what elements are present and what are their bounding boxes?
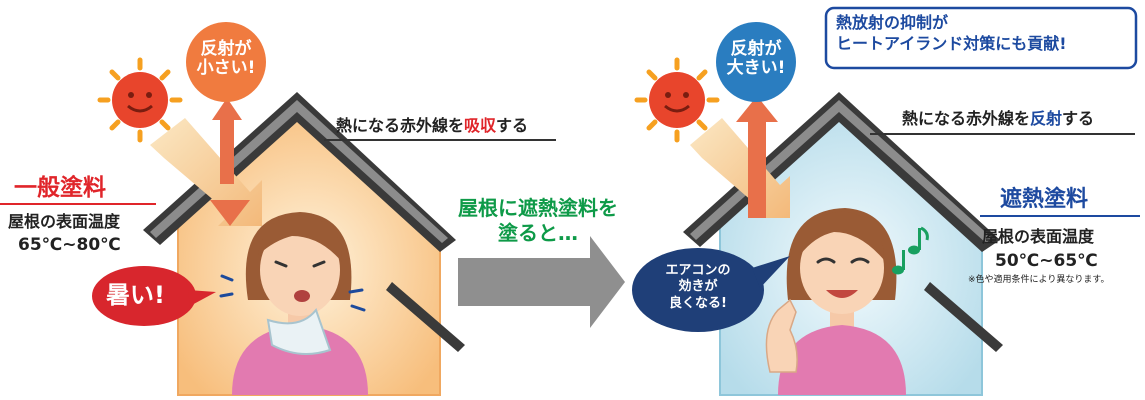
middle-line1: 屋根に遮熱塗料を <box>458 196 618 220</box>
left-label-underline <box>0 203 156 205</box>
left-reflect-arrow <box>212 98 242 184</box>
right-temp-value: 50℃~65℃ <box>995 251 1098 271</box>
callout-line1: 熱放射の抑制が <box>836 13 949 32</box>
right-temp-label: 屋根の表面温度 <box>982 227 1095 246</box>
left-reflect-line1: 反射が <box>200 39 252 59</box>
middle-line2: 塗ると… <box>498 221 578 245</box>
callout-text: 熱放射の抑制が ヒートアイランド対策にも貢献! <box>836 13 1067 55</box>
left-caption-underline <box>324 139 556 141</box>
hot-bubble <box>92 266 216 326</box>
left-reflect-line2: 小さい! <box>196 57 256 78</box>
left-caption-emphasis: 吸収 <box>464 116 497 135</box>
left-temp-value: 65℃~80℃ <box>18 235 121 255</box>
right-reflect-line2: 大きい! <box>726 57 786 78</box>
ac-bubble <box>632 248 790 332</box>
right-caption-emphasis: 反射 <box>1030 109 1063 128</box>
right-caption-before: 熱になる赤外線を <box>902 109 1031 128</box>
callout-box <box>824 6 1138 70</box>
left-label: 一般塗料 <box>14 175 106 201</box>
right-caption-underline <box>870 133 1135 135</box>
left-temp-label: 屋根の表面温度 <box>8 212 121 231</box>
right-footnote: ※色や適用条件により異なります。 <box>968 275 1110 285</box>
transition-arrow <box>458 236 625 328</box>
left-caption: 熱になる赤外線を吸収する <box>336 117 528 135</box>
middle-message: 屋根に遮熱塗料を 塗ると… <box>438 196 638 246</box>
right-reflect-bubble <box>716 22 796 102</box>
ac-bubble-text: エアコンの 効きが 良くなる! <box>640 263 756 312</box>
callout-line2: ヒートアイランド対策にも貢献! <box>836 33 1067 53</box>
left-reflect-bubble <box>186 22 266 102</box>
right-woman-figure <box>765 208 906 395</box>
ac-line3: 良くなる! <box>669 295 727 311</box>
left-infrared-arrow <box>150 118 262 226</box>
right-label: 遮熱塗料 <box>1000 187 1089 212</box>
hot-bubble-text: 暑い! <box>106 281 165 309</box>
right-reflect-line1: 反射が <box>730 39 782 59</box>
music-note-icon <box>892 226 929 275</box>
left-sun-icon <box>97 57 183 143</box>
ac-line2: 効きが <box>678 279 718 295</box>
right-sun-icon <box>634 57 720 143</box>
right-caption-after: する <box>1062 109 1095 128</box>
right-label-underline <box>980 215 1140 217</box>
right-caption: 熱になる赤外線を反射する <box>902 110 1094 128</box>
ac-line1: エアコンの <box>665 263 731 278</box>
left-caption-after: する <box>496 116 529 135</box>
right-reflect-bubble-text: 反射が 大きい! <box>720 40 792 77</box>
left-woman-figure <box>219 212 368 395</box>
left-caption-before: 熱になる赤外線を <box>336 116 465 135</box>
right-reflect-arrow <box>736 96 778 218</box>
left-reflect-bubble-text: 反射が 小さい! <box>190 40 262 77</box>
right-roof <box>683 92 1000 252</box>
left-roof <box>143 92 456 252</box>
